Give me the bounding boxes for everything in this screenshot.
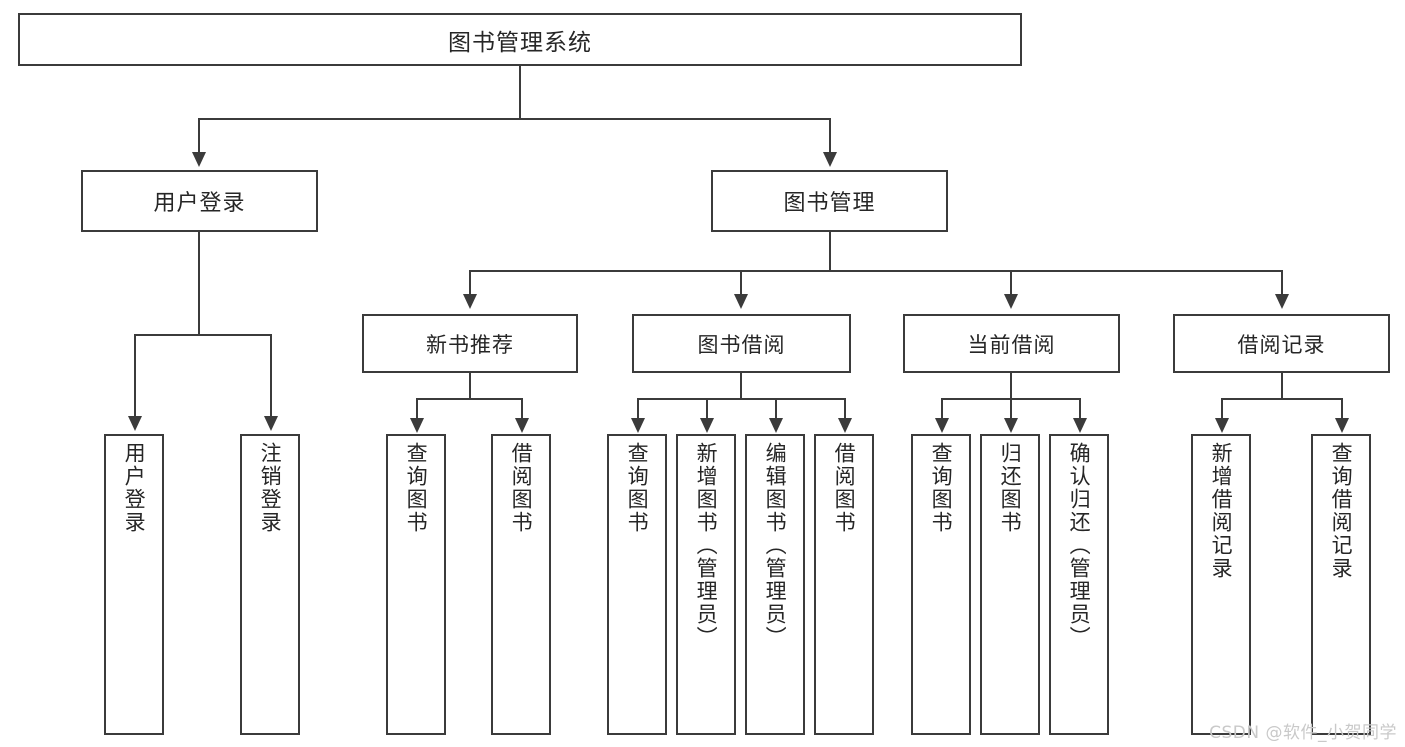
arrow-to-book-manage (823, 152, 837, 167)
connector-cb-to-leaf-1 (941, 398, 943, 418)
watermark-text: CSDN @软件_小贺同学 (1209, 723, 1397, 743)
connector-to-book-borrow (740, 270, 742, 294)
connector-br-to-leaf-1 (1221, 398, 1223, 418)
connector-borrow-record-stem (1281, 373, 1283, 400)
connector-new-book-rec-stem (469, 373, 471, 400)
node-label: 编辑图书（管理员） (763, 442, 788, 649)
connector-cb-to-leaf-3 (1079, 398, 1081, 418)
arrow-to-new-book-rec (463, 294, 477, 309)
connector-new-book-rec-bus (416, 398, 523, 400)
connector-to-new-book-rec (469, 270, 471, 294)
arrow-to-current-borrow (1004, 294, 1018, 309)
node-label: 借阅图书 (509, 442, 534, 534)
arrow-to-leaf-user-login (128, 416, 142, 431)
connector-to-current-borrow (1010, 270, 1012, 294)
connector-user-login-bus (134, 334, 271, 336)
arrow-bb-to-leaf-3 (769, 418, 783, 433)
connector-book-borrow-bus (637, 398, 845, 400)
node-label: 确认归还（管理员） (1067, 442, 1092, 649)
connector-book-borrow-stem (740, 373, 742, 400)
arrow-bb-to-leaf-2 (700, 418, 714, 433)
node-label: 用户登录 (153, 191, 246, 216)
connector-borrow-record-bus (1221, 398, 1343, 400)
node-current-borrow[interactable]: 当前借阅 (903, 314, 1120, 373)
node-leaf-add-book[interactable]: 新增图书（管理员） (676, 434, 736, 735)
node-label: 借阅记录 (1237, 332, 1326, 357)
node-leaf-query-book-c[interactable]: 查询图书 (911, 434, 971, 735)
node-leaf-edit-book[interactable]: 编辑图书（管理员） (745, 434, 805, 735)
arrow-br-to-leaf-1 (1215, 418, 1229, 433)
node-label: 图书借阅 (697, 332, 786, 357)
connector-book-manage-bus (469, 270, 1282, 272)
connector-root-bus (198, 118, 831, 120)
node-leaf-borrow-book-a[interactable]: 借阅图书 (491, 434, 551, 735)
arrow-to-user-login (192, 152, 206, 167)
connector-root-stem (519, 66, 521, 120)
connector-bb-to-leaf-4 (844, 398, 846, 418)
node-leaf-query-book-a[interactable]: 查询图书 (386, 434, 446, 735)
connector-to-user-login (198, 118, 200, 152)
connector-to-leaf-user-login (134, 334, 136, 416)
connector-bb-to-leaf-3 (775, 398, 777, 418)
arrow-to-book-borrow (734, 294, 748, 309)
node-leaf-confirm-return[interactable]: 确认归还（管理员） (1049, 434, 1109, 735)
node-book-management[interactable]: 图书管理 (711, 170, 948, 232)
node-user-login[interactable]: 用户登录 (81, 170, 318, 232)
node-label: 新书推荐 (426, 332, 514, 357)
node-label: 用户登录 (122, 442, 147, 534)
node-leaf-logout[interactable]: 注销登录 (240, 434, 300, 735)
node-book-borrow[interactable]: 图书借阅 (632, 314, 851, 373)
node-leaf-return-book[interactable]: 归还图书 (980, 434, 1040, 735)
arrow-to-borrow-record (1275, 294, 1289, 309)
arrow-to-leaf-logout (264, 416, 278, 431)
connector-bb-to-leaf-1 (637, 398, 639, 418)
node-label: 借阅图书 (832, 442, 857, 534)
connector-user-login-stem (198, 232, 200, 334)
node-label: 当前借阅 (967, 332, 1056, 357)
arrow-br-to-leaf-2 (1335, 418, 1349, 433)
node-leaf-query-book-b[interactable]: 查询图书 (607, 434, 667, 735)
node-label: 新增图书（管理员） (694, 442, 719, 649)
connector-to-book-manage (829, 118, 831, 152)
arrow-cb-to-leaf-3 (1073, 418, 1087, 433)
connector-nbr-to-leaf-1 (416, 398, 418, 418)
connector-to-borrow-record (1281, 270, 1283, 294)
node-leaf-query-borrow-record[interactable]: 查询借阅记录 (1311, 434, 1371, 735)
connector-bb-to-leaf-2 (706, 398, 708, 418)
node-label: 图书管理 (783, 191, 876, 216)
arrow-cb-to-leaf-2 (1004, 418, 1018, 433)
arrow-bb-to-leaf-4 (838, 418, 852, 433)
node-label: 新增借阅记录 (1209, 442, 1234, 580)
node-leaf-borrow-book-b[interactable]: 借阅图书 (814, 434, 874, 735)
arrow-nbr-to-leaf-1 (410, 418, 424, 433)
connector-to-leaf-logout (270, 334, 272, 416)
connector-cb-to-leaf-2 (1010, 398, 1012, 418)
arrow-cb-to-leaf-1 (935, 418, 949, 433)
node-leaf-add-borrow-record[interactable]: 新增借阅记录 (1191, 434, 1251, 735)
node-label: 查询借阅记录 (1329, 442, 1354, 580)
connector-current-borrow-stem (1010, 373, 1012, 400)
node-label: 注销登录 (258, 442, 283, 534)
node-label: 查询图书 (625, 442, 650, 534)
node-label: 查询图书 (404, 442, 429, 534)
node-label: 归还图书 (998, 442, 1023, 534)
node-label: 查询图书 (929, 442, 954, 534)
arrow-nbr-to-leaf-2 (515, 418, 529, 433)
connector-book-manage-stem (829, 232, 831, 272)
connector-br-to-leaf-2 (1341, 398, 1343, 418)
node-root-book-management-system[interactable]: 图书管理系统 (18, 13, 1022, 66)
arrow-bb-to-leaf-1 (631, 418, 645, 433)
node-leaf-user-login[interactable]: 用户登录 (104, 434, 164, 735)
node-borrow-record[interactable]: 借阅记录 (1173, 314, 1390, 373)
connector-nbr-to-leaf-2 (521, 398, 523, 418)
node-new-book-recommendation[interactable]: 新书推荐 (362, 314, 578, 373)
node-label: 图书管理系统 (448, 29, 592, 56)
